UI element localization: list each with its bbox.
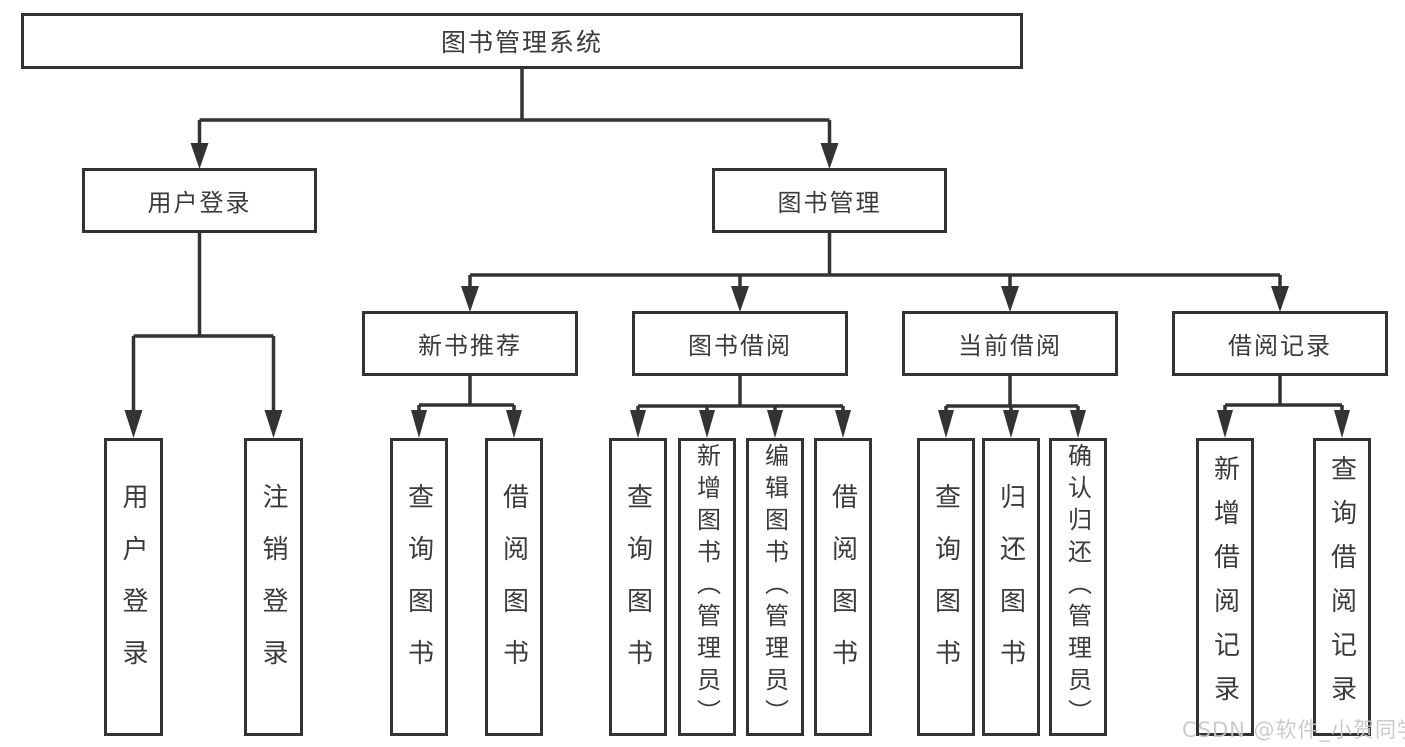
- leaf-nb-query-books: 查询图书: [390, 438, 448, 736]
- leaf-bb-add-books-admin-label: 新增图书（管理员）: [692, 443, 721, 731]
- node-book-borrow-label: 图书借阅: [688, 332, 792, 360]
- leaf-user-login: 用户登录: [104, 438, 163, 736]
- leaf-logout: 注销登录: [244, 438, 303, 736]
- leaf-bb-edit-books-admin-label: 编辑图书（管理员）: [760, 443, 789, 731]
- leaf-cb-query-books: 查询图书: [917, 438, 975, 736]
- leaf-bb-edit-books-admin: 编辑图书（管理员）: [746, 438, 804, 736]
- leaf-bb-borrow-books-label: 借阅图书: [827, 483, 858, 691]
- leaf-user-login-label: 用户登录: [118, 483, 148, 691]
- leaf-br-query-record: 查询借阅记录: [1313, 438, 1371, 736]
- node-book-borrow: 图书借阅: [632, 311, 848, 376]
- leaf-bb-query-books: 查询图书: [609, 438, 667, 736]
- node-current-borrow-label: 当前借阅: [958, 332, 1062, 360]
- leaf-bb-add-books-admin: 新增图书（管理员）: [678, 438, 736, 736]
- leaf-br-query-record-label: 查询借阅记录: [1326, 455, 1357, 719]
- leaf-cb-query-books-label: 查询图书: [930, 483, 961, 691]
- node-user-login: 用户登录: [82, 168, 317, 233]
- leaf-cb-confirm-return-admin-label: 确认归还（管理员）: [1063, 443, 1092, 731]
- arrowheads: [124, 143, 1350, 438]
- node-new-book-recommend: 新书推荐: [362, 311, 578, 376]
- node-book-management-label: 图书管理: [777, 189, 882, 217]
- leaf-cb-return-books-label: 归还图书: [995, 483, 1026, 691]
- node-borrow-records: 借阅记录: [1172, 311, 1388, 376]
- node-current-borrow: 当前借阅: [902, 311, 1118, 376]
- watermark: CSDN @软件_小贺同学: [1182, 718, 1405, 742]
- node-borrow-records-label: 借阅记录: [1228, 332, 1332, 360]
- node-book-management: 图书管理: [712, 168, 947, 233]
- leaf-logout-label: 注销登录: [258, 483, 288, 691]
- leaf-nb-query-books-label: 查询图书: [403, 483, 434, 691]
- leaf-cb-confirm-return-admin: 确认归还（管理员）: [1049, 438, 1107, 736]
- leaf-bb-query-books-label: 查询图书: [622, 483, 653, 691]
- leaf-br-add-record: 新增借阅记录: [1196, 438, 1254, 736]
- node-root: 图书管理系统: [21, 13, 1023, 69]
- leaf-nb-borrow-books: 借阅图书: [485, 438, 543, 736]
- leaf-br-add-record-label: 新增借阅记录: [1209, 455, 1240, 719]
- leaf-nb-borrow-books-label: 借阅图书: [498, 483, 529, 691]
- leaf-cb-return-books: 归还图书: [982, 438, 1040, 736]
- node-new-book-recommend-label: 新书推荐: [418, 332, 522, 360]
- node-user-login-label: 用户登录: [147, 189, 252, 217]
- leaf-bb-borrow-books: 借阅图书: [814, 438, 872, 736]
- node-root-label: 图书管理系统: [440, 28, 603, 57]
